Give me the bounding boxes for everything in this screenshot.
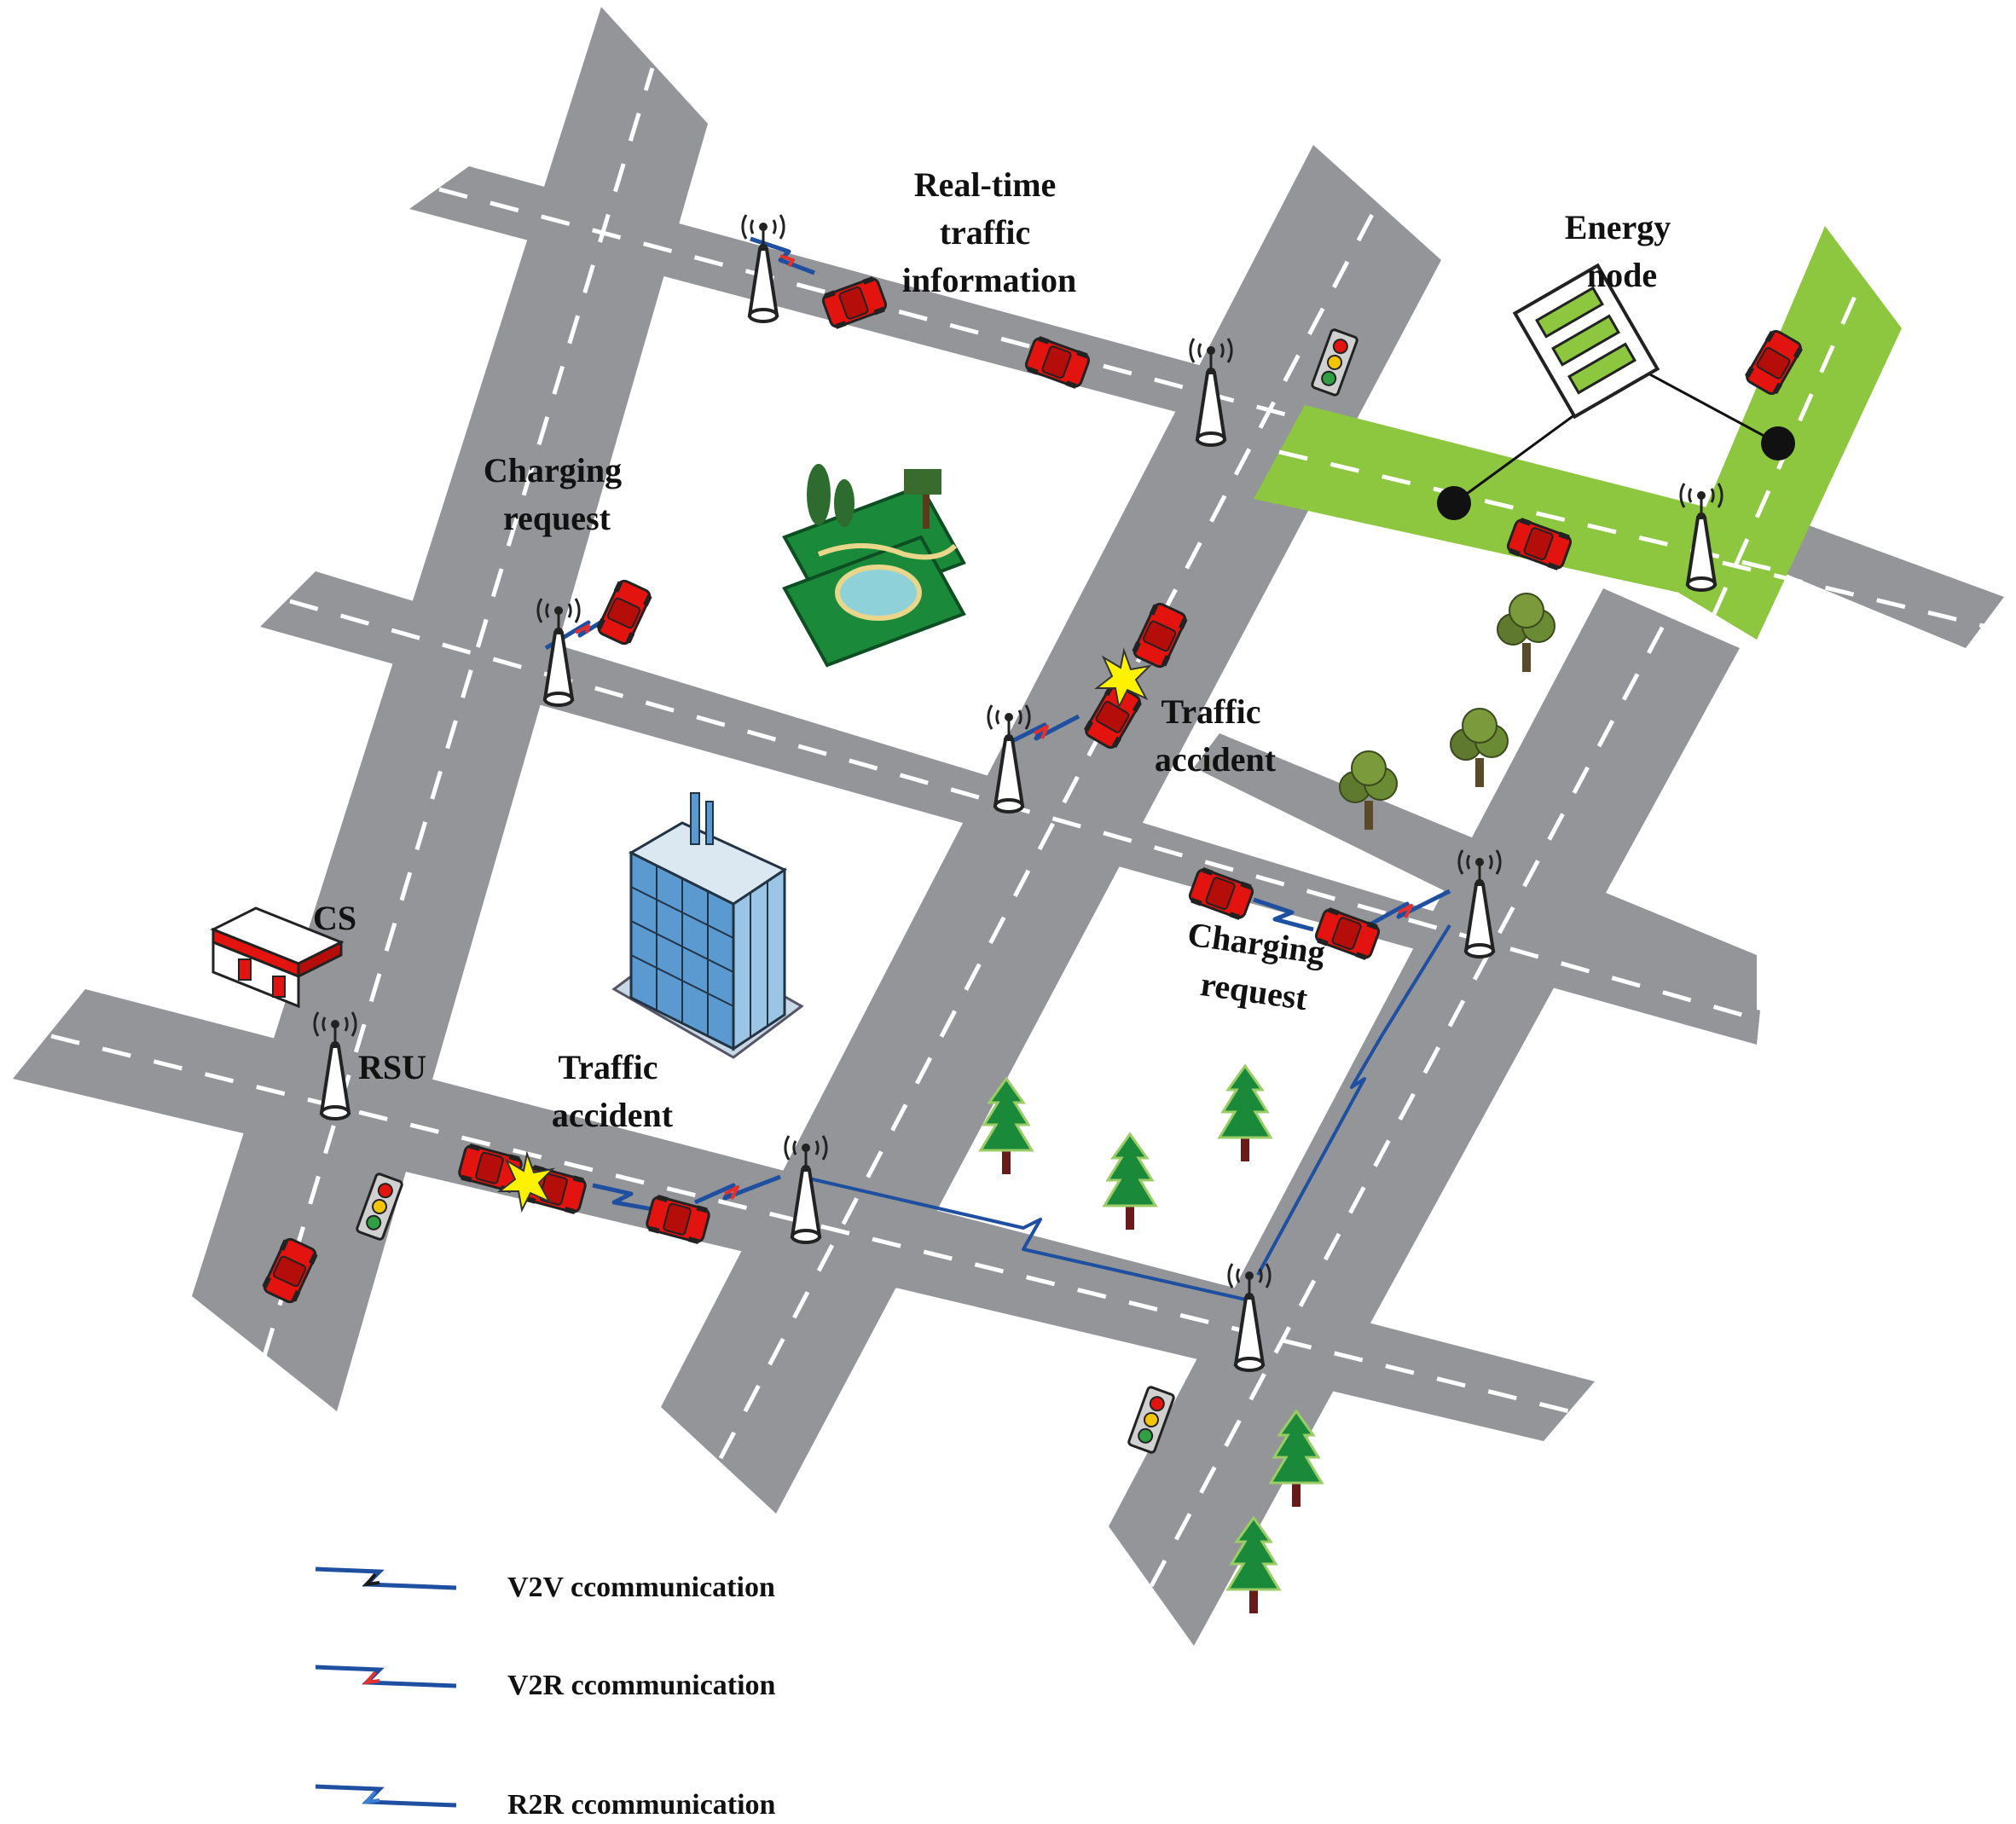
svg-text:R2R ccommunication: R2R ccommunication <box>507 1789 776 1821</box>
road-v3 <box>1109 588 1740 1646</box>
svg-text:V2V ccommunication: V2V ccommunication <box>507 1572 775 1603</box>
label-traffic-accident-bottom: Traffic accident <box>552 1048 674 1134</box>
label-traffic-accident-mid: Traffic accident <box>1155 692 1277 779</box>
road-v1 <box>192 7 708 1411</box>
communication-links <box>544 236 1451 1302</box>
label-rsu: RSU <box>358 1048 426 1086</box>
legend-item-v2r: V2R ccommunication <box>315 1665 776 1701</box>
label-energy-node: Energy node <box>1565 208 1679 294</box>
v2v-link-icon <box>315 1566 457 1590</box>
charging-station-icon <box>210 906 345 1009</box>
legend-item-r2r: R2R ccommunication <box>315 1784 776 1821</box>
office-building-icon <box>611 792 804 1059</box>
r2r-link-icon <box>315 1784 457 1808</box>
legend-item-v2v: V2V ccommunication <box>315 1566 775 1603</box>
v2r-link-icon <box>315 1665 457 1688</box>
green-road-h <box>1254 405 1791 610</box>
label-cs: CS <box>313 899 356 937</box>
park-icon <box>782 464 966 668</box>
svg-text:V2R ccommunication: V2R ccommunication <box>507 1670 776 1701</box>
legend: V2V ccommunication V2R ccommunication R2… <box>315 1566 776 1821</box>
energy-node-icon <box>1437 263 1795 520</box>
road-network <box>13 7 2004 1646</box>
label-charging-request-top: Charging request <box>484 451 630 537</box>
label-realtime-traffic: Real-time traffic information <box>902 165 1076 299</box>
